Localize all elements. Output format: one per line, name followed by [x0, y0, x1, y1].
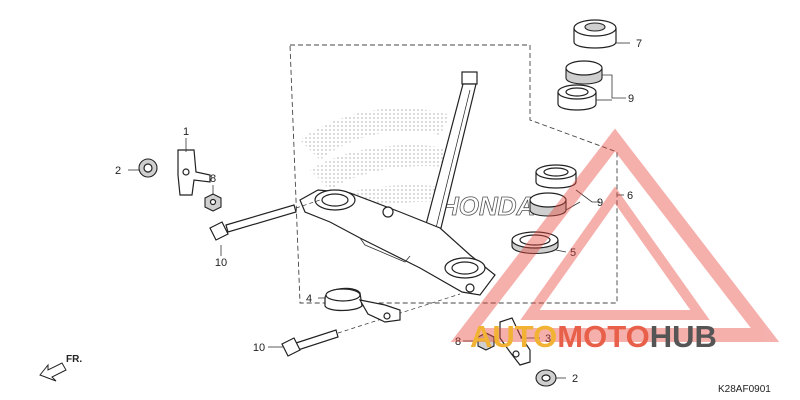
callout-10-lower: 10 [253, 342, 265, 354]
dust-seal [511, 231, 559, 254]
nut-right [477, 332, 495, 351]
bearing-upper [557, 60, 603, 111]
callout-9-upper: 9 [628, 93, 634, 105]
front-direction-label: FR. [66, 354, 82, 365]
clamp-bracket [324, 287, 401, 323]
bolt-lower [281, 329, 339, 357]
callout-6: 6 [627, 190, 633, 202]
watermark-triangle-icon [450, 128, 780, 342]
callout-5: 5 [570, 247, 576, 259]
callout-8-right: 8 [455, 336, 461, 348]
bearing-lower [529, 164, 577, 217]
callout-8-left: 8 [210, 173, 216, 185]
leader-lines [128, 42, 630, 379]
bolt-upper-guide [295, 199, 321, 209]
bolt-upper [209, 204, 297, 241]
nut-left [204, 193, 222, 212]
brand-logotype-watermark: HONDA [440, 191, 535, 221]
callout-9-lower: 9 [597, 197, 603, 209]
diagram-code: K28AF0901 [718, 384, 771, 395]
watermark-text: AUTOMOTOHUB [470, 319, 717, 354]
callout-4: 4 [306, 293, 312, 305]
steering-stem-shaft [423, 71, 478, 233]
adjusting-nut [573, 19, 617, 49]
callout-2-right: 2 [572, 373, 578, 385]
callout-3: 3 [545, 333, 551, 345]
assembly-group-outline [289, 44, 618, 304]
callout-10-upper: 10 [215, 257, 227, 269]
lower-triple-clamp [299, 189, 496, 296]
callout-1: 1 [183, 126, 189, 138]
callout-2-left: 2 [115, 165, 121, 177]
grommet-left [138, 158, 158, 178]
callout-7: 7 [636, 38, 642, 50]
bracket-left [177, 149, 211, 196]
bracket-right [499, 317, 531, 366]
front-direction-indicator: FR. [39, 354, 82, 382]
grommet-right [535, 369, 557, 387]
